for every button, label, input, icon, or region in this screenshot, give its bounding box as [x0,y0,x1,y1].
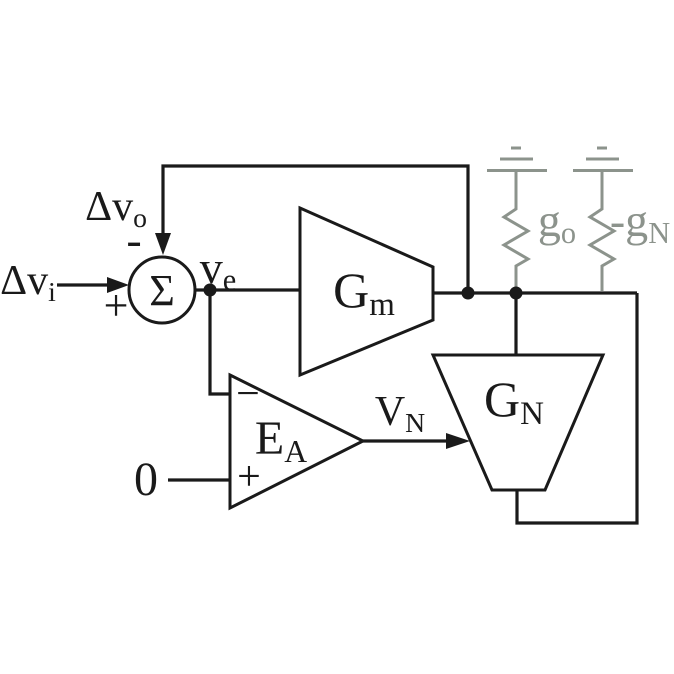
resistor-go-icon [501,203,531,291]
ea-amplifier-triangle [228,372,367,511]
feedback-signal-label: Δvo [85,184,147,233]
gm-block-label: Gm [333,262,395,323]
summer-sigma-symbol: Σ [149,266,175,315]
error-signal-label: ve [199,242,237,298]
input-arrowhead-icon [107,277,129,293]
junction-dot [461,286,475,300]
vn-arrowhead-icon [446,433,470,449]
summer-minus-sign: - [126,214,142,265]
go-conductance-label: go [537,195,577,251]
resistor-neg-gn-icon [587,203,617,291]
vn-signal-label: VN [374,389,426,438]
ve-to-ea-wire [208,290,230,396]
ground-icon [573,146,633,203]
feedback-arrowhead-icon [155,233,171,255]
input-signal-label: Δvi [0,258,56,307]
gn-bottom-loop-wire [515,293,639,525]
ea-plus-sign: + [237,454,261,500]
feedback-wire [161,164,470,293]
ea-block-label: EA [254,412,308,469]
zero-reference-label: 0 [134,453,158,506]
neg-gn-conductance-label: -gN [609,195,671,251]
gn-block-label: GN [484,371,544,432]
gm-block-trapezoid [298,205,435,378]
ground-icon [487,146,547,203]
ea-minus-sign: − [236,371,260,417]
summer-plus-sign: + [103,281,129,330]
gn-block-trapezoid [430,353,606,492]
